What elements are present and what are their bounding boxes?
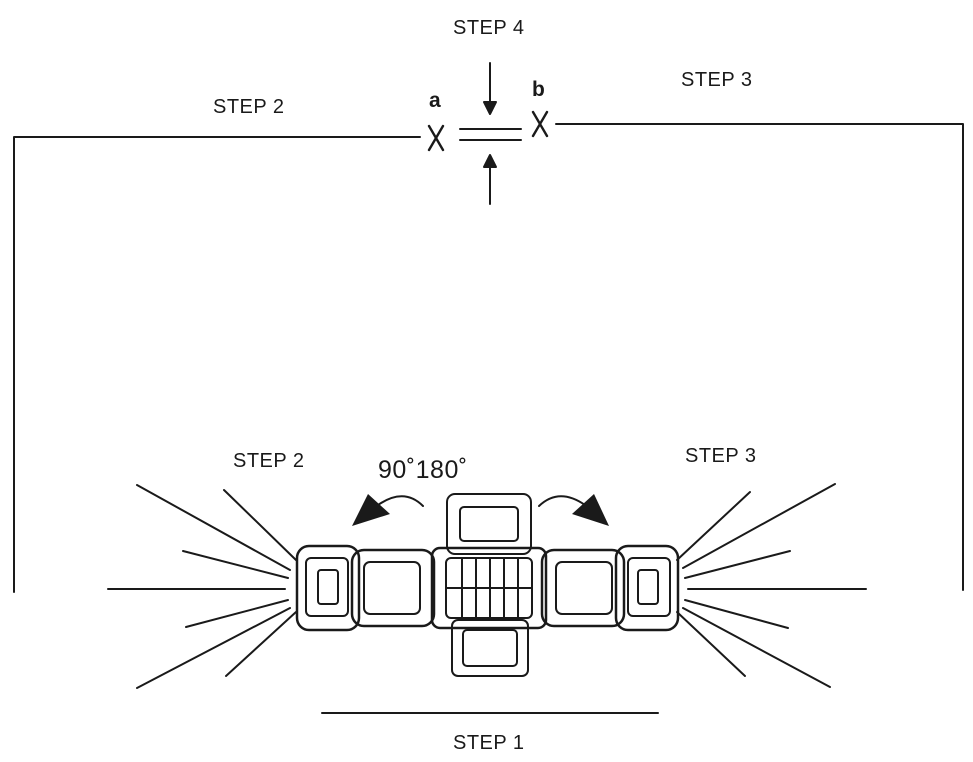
- left-beam-rays: [107, 484, 297, 689]
- mark-b-label: b: [532, 78, 545, 101]
- mark-b-cross: [531, 110, 549, 138]
- step-3-top-label: STEP 3: [681, 69, 753, 91]
- left-laser-line: [13, 136, 421, 593]
- mark-a-label: a: [429, 89, 441, 112]
- step-2-top-label: STEP 2: [213, 96, 285, 118]
- rotate-right-arrow-icon: [538, 494, 609, 526]
- mark-a-cross: [427, 124, 445, 152]
- step-2-device-label: STEP 2: [233, 450, 305, 472]
- right-laser-line: [555, 123, 964, 591]
- up-arrow-icon: [483, 154, 497, 205]
- down-arrow-icon: [483, 62, 497, 115]
- right-beam-rays: [676, 483, 867, 688]
- laser-level-device: [295, 493, 680, 677]
- step-3-device-label: STEP 3: [685, 445, 757, 467]
- step-1-label: STEP 1: [453, 732, 525, 754]
- step-4-label: STEP 4: [453, 17, 525, 39]
- rotate-left-arrow-icon: [352, 494, 424, 526]
- rotation-angles-label: 90˚180˚: [378, 456, 468, 484]
